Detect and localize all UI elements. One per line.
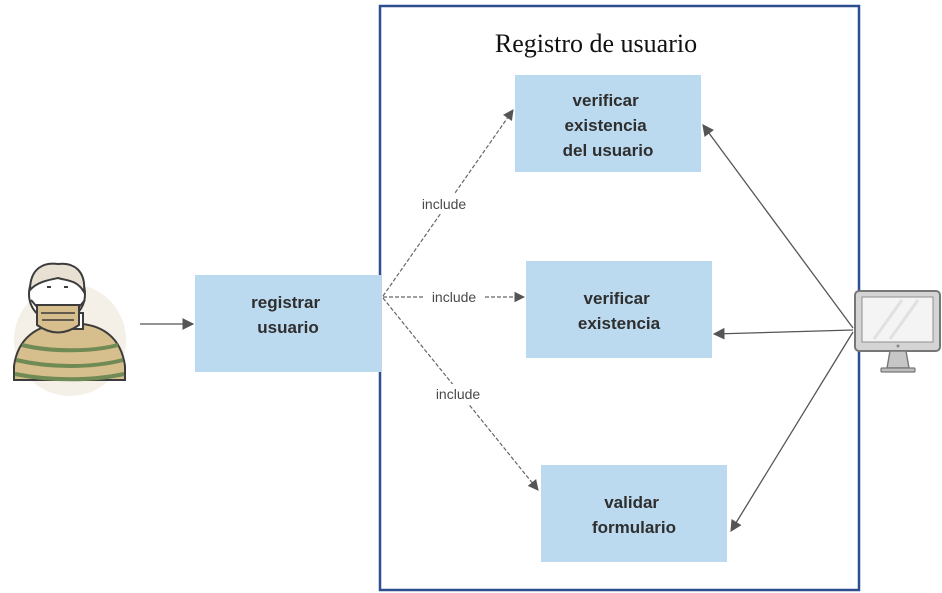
use-case-verificar-existencia-usuario: [515, 75, 701, 172]
include-label-bg-top: [413, 194, 475, 214]
person-with-mask-icon: [13, 262, 126, 396]
use-case-verificar-existencia: [526, 261, 712, 358]
association-system-verificar: [712, 327, 854, 340]
use-case-registrar-line-2: usuario: [257, 318, 318, 337]
include-label-bottom: include: [436, 386, 481, 402]
system-title: Registro de usuario: [495, 29, 697, 58]
use-case-validar-line-2: formulario: [592, 518, 676, 537]
use-case-verificar-usuario-line-2: existencia: [565, 116, 648, 135]
use-case-registrar-usuario: [195, 275, 381, 372]
use-case-registrar-usuario-label: registrar usuario: [251, 293, 325, 337]
association-system-verificar-usuario: [702, 124, 854, 329]
use-case-registrar-line-1: registrar: [251, 293, 320, 312]
association-system-validar: [730, 331, 854, 532]
include-label-bg-bottom: [427, 384, 489, 404]
include-label-middle: include: [432, 289, 477, 305]
include-label-bg-middle: [423, 287, 485, 307]
include-label-top: include: [422, 196, 467, 212]
computer-monitor-icon: [854, 290, 941, 373]
use-case-verificar-existencia-usuario-label: verificar existencia del usuario: [563, 91, 654, 160]
use-case-verificar-usuario-line-3: del usuario: [563, 141, 654, 160]
use-case-verificar-usuario-line-1: verificar: [573, 91, 640, 110]
use-case-verificar-line-1: verificar: [584, 289, 651, 308]
use-case-validar-formulario-label: validar formulario: [592, 493, 676, 537]
use-case-verificar-existencia-label: verificar existencia: [578, 289, 661, 333]
include-edge-top: [382, 109, 514, 297]
use-case-validar-line-1: validar: [604, 493, 659, 512]
use-case-verificar-line-2: existencia: [578, 314, 661, 333]
use-case-validar-formulario: [541, 465, 727, 562]
